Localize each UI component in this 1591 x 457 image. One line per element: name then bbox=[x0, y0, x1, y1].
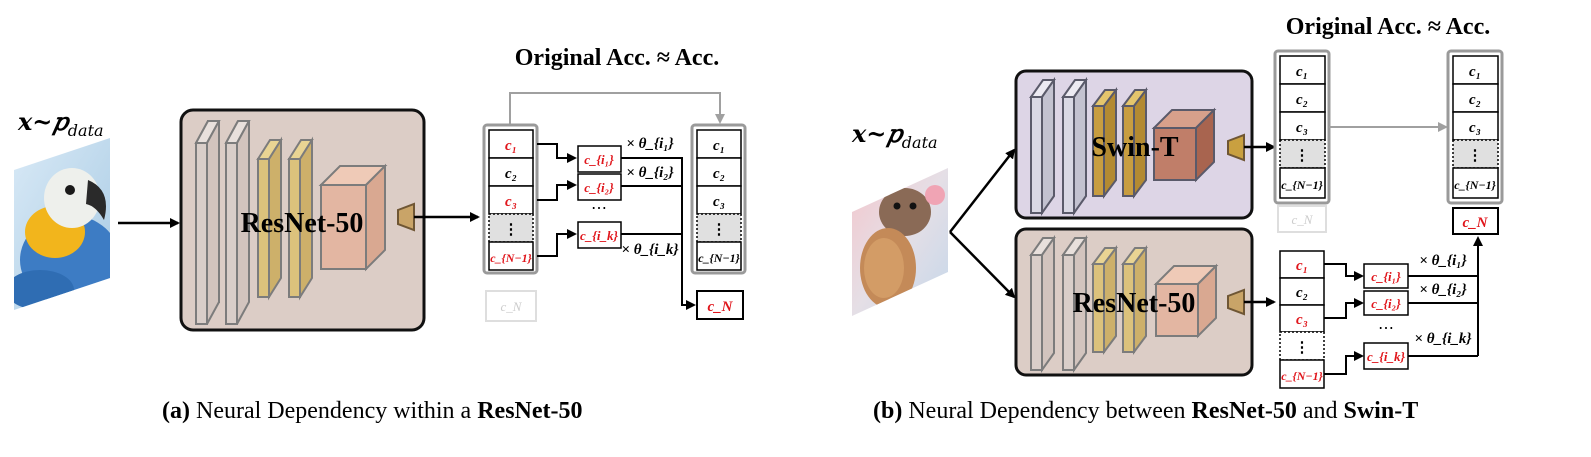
arrow-input-b-top bbox=[949, 148, 1016, 233]
label-out-b-4: ⋮ bbox=[1468, 148, 1483, 164]
resnet-layers-b bbox=[1029, 234, 1219, 374]
output-label-b: c_N bbox=[1463, 215, 1489, 231]
selected-label-a-1: c_{i₁} bbox=[584, 152, 614, 167]
label-a-left-1: c₁ bbox=[505, 138, 517, 154]
label-swin-2: c₂ bbox=[1296, 92, 1308, 108]
label-a-left-4: ⋮ bbox=[504, 222, 519, 238]
resnet-layers-a bbox=[194, 120, 388, 325]
swin-layers bbox=[1029, 76, 1217, 217]
label-a-left-3: c₃ bbox=[505, 194, 517, 210]
connectors-b bbox=[1324, 236, 1483, 375]
cell-b-res-3 bbox=[1279, 304, 1325, 333]
caption-a: (a) Neural Dependency within a ResNet-50 bbox=[162, 398, 583, 425]
selected-a-1 bbox=[577, 145, 622, 173]
cell-a-left-4 bbox=[488, 213, 534, 243]
hamster-image bbox=[852, 168, 948, 316]
label-a-left-5: c_{N−1} bbox=[490, 251, 532, 265]
theta-b-k: × θ_{i_k} bbox=[1414, 331, 1472, 347]
panel-b: 𝒙~𝑝data bbox=[851, 14, 1504, 389]
caption-b: (b) Neural Dependency between ResNet-50 … bbox=[873, 398, 1418, 425]
label-res-b-1: c₁ bbox=[1296, 258, 1308, 274]
arrow-input-b-bottom bbox=[949, 231, 1016, 299]
label-out-b-3: c₃ bbox=[1469, 120, 1481, 136]
pool-head-b-top bbox=[1227, 133, 1245, 162]
caption-b-tag: (b) bbox=[873, 398, 903, 424]
caption-a-text: Neural Dependency within a bbox=[189, 398, 478, 424]
swin-label: Swin-T bbox=[1091, 132, 1178, 163]
feature-column-swin: c₁ c₂ c₃ ⋮ c_{N−1} bbox=[1273, 49, 1331, 205]
label-a-left-2: c₂ bbox=[505, 166, 517, 182]
caption-a-tag: (a) bbox=[162, 398, 190, 424]
theta-a-2: × θ_{i₂} bbox=[626, 165, 674, 181]
resnet-label-b: ResNet-50 bbox=[1073, 288, 1196, 319]
parrot-image bbox=[14, 138, 110, 310]
theta-a-k: × θ_{i_k} bbox=[621, 242, 679, 258]
connectors-a bbox=[537, 143, 696, 310]
caption-a-bold: ResNet-50 bbox=[477, 398, 583, 424]
caption-b-bold-2: Swin-T bbox=[1343, 398, 1419, 424]
label-a-right-2: c₂ bbox=[713, 166, 725, 182]
label-a-right-1: c₁ bbox=[713, 138, 725, 154]
pool-head-a bbox=[397, 202, 415, 232]
selected-cells-b: c_{i₁} c_{i₂} ⋯ c_{i_k} bbox=[1363, 263, 1409, 370]
selected-label-b-k: c_{i_k} bbox=[1367, 349, 1405, 364]
caption-b-text: Neural Dependency between bbox=[902, 398, 1192, 424]
feature-column-left-a: c₁ c₂ c₃ ⋮ c_{N−1} bbox=[482, 123, 539, 275]
selected-a-2 bbox=[577, 173, 622, 201]
label-out-b-2: c₂ bbox=[1469, 92, 1481, 108]
cell-a-left-1 bbox=[488, 129, 534, 159]
selected-label-b-1: c_{i₁} bbox=[1371, 269, 1401, 284]
label-a-right-4: ⋮ bbox=[712, 222, 727, 238]
ellipsis-b: ⋯ bbox=[1378, 320, 1394, 337]
label-swin-5: c_{N−1} bbox=[1281, 178, 1323, 192]
label-res-b-2: c₂ bbox=[1296, 285, 1308, 301]
selected-label-a-2: c_{i₂} bbox=[584, 180, 614, 195]
label-res-b-3: c₃ bbox=[1296, 312, 1308, 328]
cell-b-res-1 bbox=[1279, 250, 1325, 279]
caption-b-mid: and bbox=[1296, 398, 1344, 424]
output-cell-b bbox=[1452, 207, 1499, 235]
label-out-b-5: c_{N−1} bbox=[1454, 178, 1496, 192]
theta-b-2: × θ_{i₂} bbox=[1419, 282, 1467, 298]
selected-cells-a: c_{i₁} c_{i₂} ⋯ c_{i_k} bbox=[577, 145, 622, 249]
ghost-label-b: c_N bbox=[1292, 212, 1314, 227]
label-swin-3: c₃ bbox=[1296, 120, 1308, 136]
output-label-a: c_N bbox=[708, 299, 734, 315]
cell-b-res-2 bbox=[1279, 277, 1325, 306]
gray-arrow-a bbox=[509, 92, 725, 124]
feature-column-right-a: c₁ c₂ c₃ ⋮ c_{N−1} bbox=[690, 123, 747, 275]
output-cell-a bbox=[696, 290, 744, 320]
label-swin-4: ⋮ bbox=[1295, 148, 1310, 164]
caption-b-bold-1: ResNet-50 bbox=[1191, 398, 1297, 424]
ghost-label-a: c_N bbox=[501, 299, 523, 314]
input-label-a: 𝒙~𝑝data bbox=[17, 107, 104, 140]
feature-column-resnet-b: c₁ c₂ c₃ ⋮ c_{N−1} bbox=[1279, 250, 1325, 389]
top-label-b: Original Acc. ≈ Acc. bbox=[1286, 14, 1490, 40]
ellipsis-a: ⋯ bbox=[591, 200, 607, 217]
selected-label-b-2: c_{i₂} bbox=[1371, 296, 1401, 311]
ghost-cell-a bbox=[485, 290, 537, 322]
cell-a-left-5 bbox=[488, 241, 534, 271]
theta-a-1: × θ_{i₁} bbox=[626, 136, 674, 152]
label-out-b-1: c₁ bbox=[1469, 64, 1481, 80]
theta-b-1: × θ_{i₁} bbox=[1419, 253, 1467, 269]
label-a-right-3: c₃ bbox=[713, 194, 725, 210]
label-res-b-5: c_{N−1} bbox=[1281, 369, 1323, 383]
resnet-label-a: ResNet-50 bbox=[241, 208, 364, 239]
label-res-b-4: ⋮ bbox=[1295, 340, 1310, 356]
panel-a: 𝒙~𝑝data bbox=[14, 45, 747, 332]
label-swin-1: c₁ bbox=[1296, 64, 1308, 80]
top-label-a: Original Acc. ≈ Acc. bbox=[515, 45, 719, 71]
selected-label-a-k: c_{i_k} bbox=[580, 228, 618, 243]
ghost-cell-b bbox=[1277, 205, 1327, 233]
feature-column-output-b: c₁ c₂ c₃ ⋮ c_{N−1} bbox=[1446, 49, 1504, 205]
cell-b-res-5 bbox=[1279, 359, 1325, 389]
selected-a-k bbox=[577, 221, 622, 249]
label-a-right-5: c_{N−1} bbox=[698, 251, 740, 265]
input-label-b: 𝒙~𝑝data bbox=[851, 119, 938, 152]
pool-head-b-bottom bbox=[1227, 288, 1245, 316]
